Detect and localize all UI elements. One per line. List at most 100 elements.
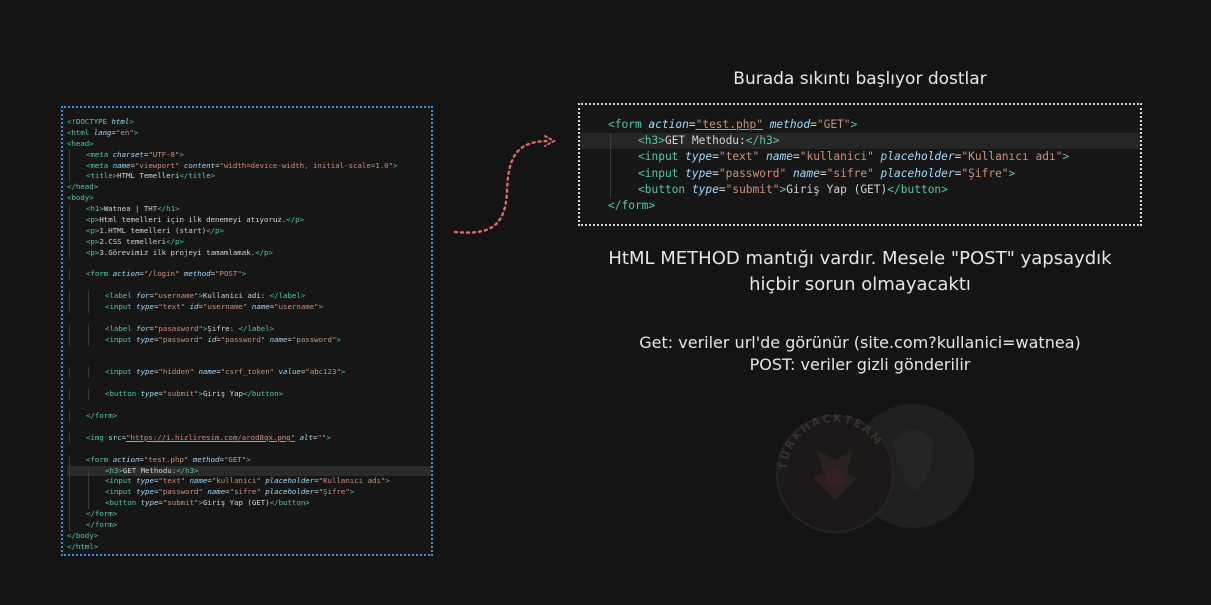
code-token: = (216, 367, 221, 377)
code-token: "pasasword" (153, 323, 203, 333)
code-line: <input type="password" name="sifre" plac… (67, 487, 431, 499)
code-token: action (112, 454, 140, 464)
code-token: </title> (179, 171, 216, 181)
get-form-snippet-panel: <form action="test.php" method="GET"><h3… (578, 103, 1142, 226)
code-token: = (139, 454, 144, 464)
code-token: > (850, 118, 858, 131)
code-token: </head> (67, 182, 99, 192)
code-token: charset (112, 149, 144, 159)
code-token: </button> (887, 182, 948, 196)
code-token: > (246, 454, 251, 464)
code-token: <title> (86, 171, 118, 181)
code-token: = (153, 334, 159, 344)
code-line: <p>Html temelleri için ilk denemeyi atıy… (67, 215, 431, 226)
code-token: <img (86, 432, 109, 442)
code-token: "password" (718, 166, 787, 180)
code-token: name (194, 367, 217, 377)
dotted-arrow-icon (453, 135, 557, 234)
code-line (67, 422, 431, 433)
code-line: <p>1.HTML temelleri (start)</p> (67, 225, 431, 237)
code-token: 1.HTML temelleri (start) (99, 225, 207, 235)
code-line: <button type="submit">Giriş Yap</button> (67, 389, 431, 401)
get-note: Get: veriler url'de görünür (site.com?ku… (639, 333, 1081, 352)
code-token: = (287, 334, 292, 344)
code-line (67, 313, 431, 324)
code-line: <input type="hidden" name="csrf_token" v… (67, 367, 431, 379)
code-token: = (158, 498, 163, 508)
code-line: <img src="https://i.hizliresim.com/arod8… (67, 432, 431, 444)
code-token: Giriş Yap (GET) (202, 498, 270, 508)
code-token: <label (105, 291, 137, 301)
code-token: </p> (166, 236, 184, 246)
code-line: <h3>GET Methodu:</h3> (67, 465, 431, 477)
code-token: "password" (158, 487, 203, 497)
code-token: "Şifre" (961, 166, 1009, 180)
code-token: <!DOCTYPE (67, 117, 112, 126)
code-token: <html (67, 127, 94, 137)
code-token: = (219, 454, 224, 464)
code-token: type (140, 498, 159, 508)
code-token: = (314, 476, 319, 486)
code-line: <input type="password" id="password" nam… (67, 334, 431, 346)
code-line (67, 444, 431, 455)
code-token: <input (105, 487, 137, 497)
code-token: for (136, 323, 150, 333)
code-token: = (819, 166, 827, 180)
code-token: "UTF-8" (148, 149, 180, 159)
code-token: <p> (86, 236, 100, 246)
code-token: Html temelleri için ilk denemeyi atıyoru… (99, 215, 287, 225)
post-note: POST: veriler gizli gönderilir (749, 355, 971, 374)
code-token: <input (638, 150, 686, 164)
code-token: > (393, 160, 398, 170)
code-token: "abc123" (305, 367, 341, 377)
code-token: = (314, 487, 319, 497)
code-token: </h1> (157, 204, 180, 214)
code-token: > (1008, 166, 1016, 180)
code-token: </button> (242, 389, 284, 399)
code-token: <input (105, 302, 137, 312)
code-line: <label for="pasasword">Şifre: </label> (67, 323, 431, 335)
code-token: "password" (291, 334, 337, 344)
code-token: Giriş Yap (GET) (786, 182, 888, 196)
code-token: = (149, 323, 154, 333)
code-token: method (762, 118, 811, 131)
code-token: = (269, 302, 275, 312)
method-explanation: HtML METHOD mantığı vardır. Mesele "POST… (560, 246, 1160, 298)
code-token: = (954, 166, 962, 180)
code-token: = (207, 476, 212, 486)
code-token: "submit" (725, 182, 780, 196)
code-token: "" (317, 432, 327, 442)
code-token: 2.CSS temelleri (99, 236, 167, 246)
code-token: html (111, 117, 130, 126)
code-line: <label for="username">Kullanici adi: </l… (67, 291, 431, 303)
code-token: type (136, 487, 154, 497)
code-line: <button type="submit">Giriş Yap (GET)</b… (580, 181, 1140, 198)
code-token: > (241, 269, 247, 279)
method-explanation-line-2: hiçbir sorun olmayacaktı (749, 274, 971, 295)
code-token: "submit" (162, 498, 199, 508)
code-line: </form> (67, 519, 431, 531)
code-token: name (265, 334, 288, 344)
code-token: id (202, 334, 217, 344)
code-token: type (136, 367, 154, 377)
code-token: = (300, 367, 306, 377)
code-token: </h3> (176, 465, 199, 475)
code-line (67, 400, 431, 411)
code-token: </label> (269, 291, 306, 301)
code-line (67, 280, 431, 291)
code-token: <head> (67, 138, 94, 148)
code-token: > (349, 487, 355, 497)
code-line: </head> (67, 182, 431, 193)
code-token: = (216, 334, 221, 344)
code-token: Giriş Yap (202, 389, 243, 399)
code-token: = (215, 160, 220, 170)
code-token: type (136, 476, 154, 486)
code-token: type (136, 334, 154, 344)
code-token: <meta (86, 149, 113, 159)
code-line: <body> (67, 193, 431, 204)
code-token: lang (93, 127, 112, 137)
full-source-code-panel: <!DOCTYPE html><html lang="en"><head><me… (61, 106, 433, 556)
code-line: </form> (67, 411, 431, 422)
code-token: "submit" (162, 389, 199, 399)
code-token: "text" (158, 476, 186, 486)
